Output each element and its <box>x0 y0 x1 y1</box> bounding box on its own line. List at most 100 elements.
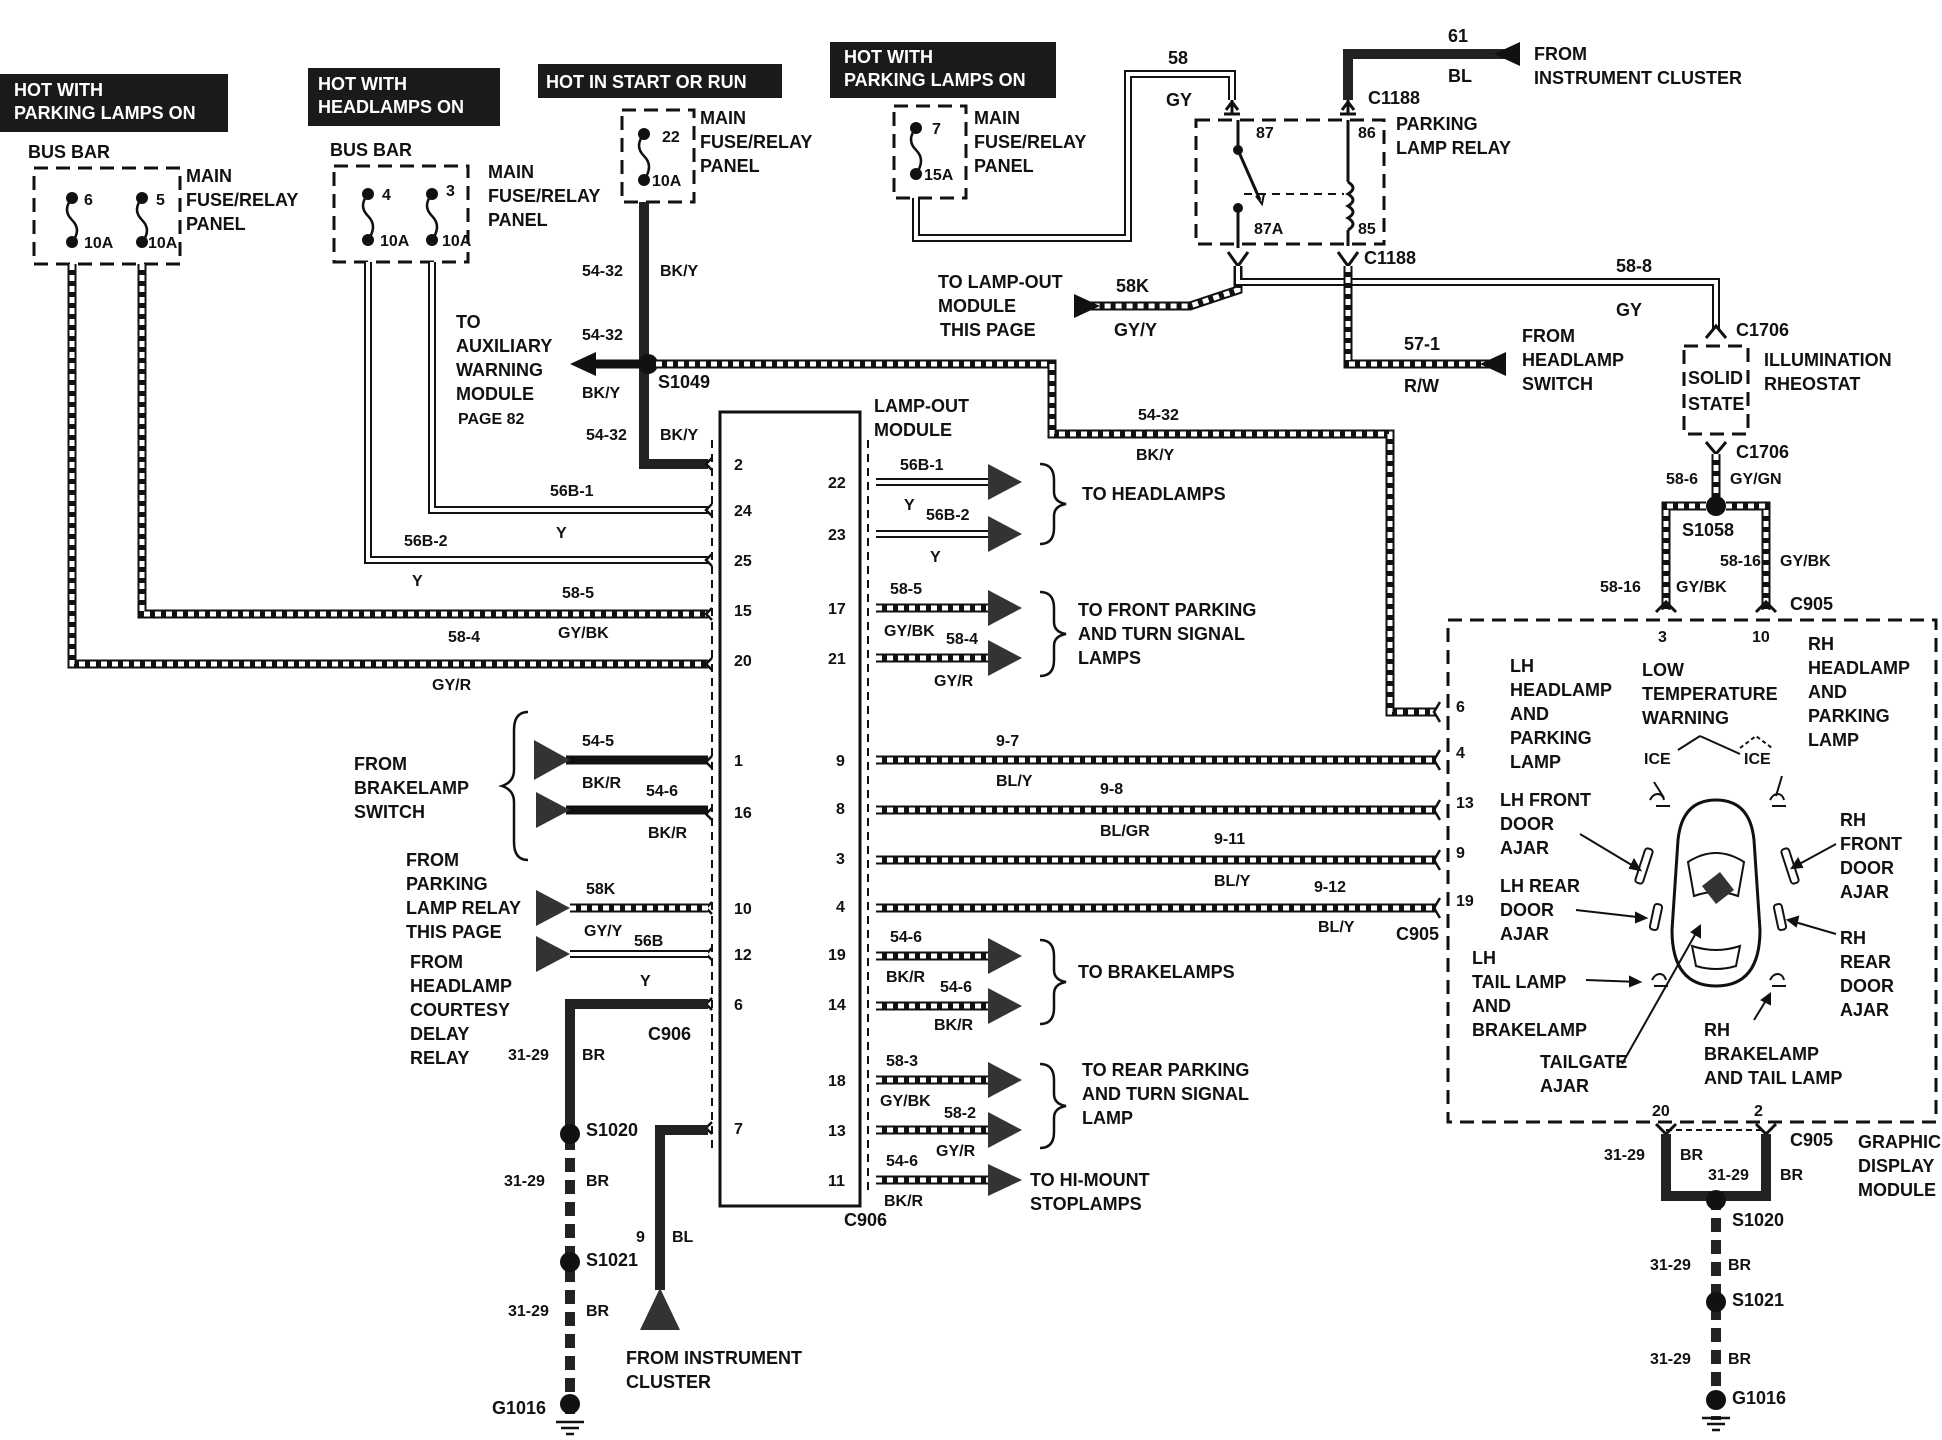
gdm-label: PARKING <box>1510 728 1592 748</box>
lamp-out-left-pins: 2 24 25 15 20 1 16 10 12 6 7 <box>734 457 752 1138</box>
wire-color: BR <box>1780 1167 1804 1184</box>
gdm-label: LOW <box>1642 660 1684 680</box>
wire-color: BK/Y <box>660 427 699 444</box>
gdm-label: AND <box>1472 996 1511 1016</box>
aux-label: WARNING <box>456 360 543 380</box>
splice-s1049: S1049 <box>658 372 710 392</box>
panel-label: MAIN <box>186 166 232 186</box>
gdm-label: REAR <box>1840 952 1891 972</box>
gdm-label: AND <box>1510 704 1549 724</box>
pin-number: 9 <box>836 753 845 770</box>
pin-number: 20 <box>1652 1103 1670 1120</box>
arrow-right-icon <box>988 938 1022 974</box>
wire-color: GY/Y <box>584 923 623 940</box>
wire-31-29 <box>565 999 708 1136</box>
fuse-number: 6 <box>84 192 93 209</box>
fuse-number: 22 <box>662 129 680 146</box>
splice-dot <box>1706 1190 1726 1210</box>
wire-number: 58K <box>586 881 616 898</box>
pin-number: 2 <box>1754 1103 1763 1120</box>
gdm-label: PARKING <box>1808 706 1890 726</box>
header-line: HOT WITH <box>844 47 933 67</box>
panel-label: FUSE/RELAY <box>974 132 1086 152</box>
wire-number: 31-29 <box>508 1303 549 1320</box>
fuse-panel-bus-bar-2: BUS BAR MAIN FUSE/RELAY PANEL 4 10A 3 10… <box>330 140 600 264</box>
wire-number: 9 <box>636 1229 645 1246</box>
splice-s1058: S1058 <box>1682 520 1734 540</box>
header-line: HOT WITH <box>14 80 103 100</box>
arrow-right-icon <box>988 1062 1022 1098</box>
output-brakelamps: 54-6 BK/R 54-6 BK/R TO BRAKELAMPS <box>876 929 1235 1034</box>
wire-number: 9-12 <box>1314 879 1346 896</box>
source-label: THIS PAGE <box>406 922 502 942</box>
wire-number: 31-29 <box>1708 1167 1749 1184</box>
wire-number: 58-16 <box>1600 579 1641 596</box>
wire-54-32 <box>639 202 708 469</box>
gdm-label: DOOR <box>1840 858 1894 878</box>
source-label: HEADLAMP <box>410 976 512 996</box>
lamp-out-right-pins: 22 23 17 21 9 8 3 4 19 14 18 13 11 <box>828 475 846 1190</box>
illumination-rheostat: C1706 SOLID STATE ILLUMINATION RHEOSTAT … <box>1682 320 1892 462</box>
wire-number: 54-32 <box>582 263 623 280</box>
gdm-label: TAIL LAMP <box>1472 972 1566 992</box>
connector-c905: C905 <box>1396 924 1439 944</box>
source-label: SWITCH <box>1522 374 1593 394</box>
connector-arrow-icon <box>640 1288 680 1330</box>
gdm-label: FRONT <box>1840 834 1902 854</box>
wire-color: Y <box>640 973 651 990</box>
source-label: PARKING <box>406 874 488 894</box>
header-hot-headlamps: HOT WITH HEADLAMPS ON <box>308 68 500 126</box>
rheostat-body: STATE <box>1688 394 1744 414</box>
arrow-right-icon <box>988 988 1022 1024</box>
header-hot-parking-1: HOT WITH PARKING LAMPS ON <box>0 74 228 132</box>
pin-number: 10 <box>1752 629 1770 646</box>
dest-label: LAMPS <box>1078 648 1141 668</box>
wire-number: 58K <box>1116 276 1149 296</box>
relay-pin-87: 87 <box>1256 125 1274 142</box>
pin-number: 2 <box>734 457 743 474</box>
wire-color: GY/R <box>934 673 974 690</box>
pin-number: 19 <box>828 947 846 964</box>
wire-color: GY/Y <box>1114 320 1157 340</box>
gdm-label: LAMP <box>1510 752 1561 772</box>
rheostat-body: SOLID <box>1688 368 1743 388</box>
wire-color: BL/GR <box>1100 823 1150 840</box>
source-label: CLUSTER <box>626 1372 711 1392</box>
arrow-right-icon <box>988 1112 1022 1148</box>
gdm-label: AND TAIL LAMP <box>1704 1068 1842 1088</box>
wire-9 <box>655 1125 708 1290</box>
aux-label: TO <box>456 312 481 332</box>
wire-color: Y <box>412 573 423 590</box>
source-label: DELAY <box>410 1024 469 1044</box>
parking-lamp-relay: 87 86 87A 85 C1188 C1188 PARKING LAMP RE… <box>1194 88 1511 269</box>
wire-number: 9-11 <box>1214 831 1245 848</box>
fuse-panel-7: 7 15A MAIN FUSE/RELAY PANEL <box>892 104 1086 200</box>
connector-arrow-icon <box>536 890 570 926</box>
fuse-rating: 10A <box>148 235 178 252</box>
wire-color: BL/Y <box>1318 919 1355 936</box>
pin-number: 8 <box>836 801 845 818</box>
pin-number: 15 <box>734 603 752 620</box>
wire-color: BK/R <box>886 969 926 986</box>
splice-dot <box>1706 1292 1726 1312</box>
wire-number: 54-6 <box>646 783 678 800</box>
pin-number: 7 <box>734 1121 743 1138</box>
wire-color: GY/R <box>432 677 472 694</box>
pin-number: 9 <box>1456 845 1465 862</box>
wire-number: 56B-1 <box>900 457 944 474</box>
wire-color: BL/Y <box>1214 873 1251 890</box>
fuse-rating: 10A <box>652 173 682 190</box>
relay-pin-86: 86 <box>1358 125 1376 142</box>
panel-label: FUSE/RELAY <box>488 186 600 206</box>
pin-number: 19 <box>1456 893 1474 910</box>
header-line: HOT WITH <box>318 74 407 94</box>
wire-number: 31-29 <box>508 1047 549 1064</box>
wire-color: BK/R <box>648 825 688 842</box>
gdm-label: HEADLAMP <box>1808 658 1910 678</box>
gdm-label: LH REAR <box>1500 876 1580 896</box>
wire-color: Y <box>904 497 915 514</box>
dest-label: TO BRAKELAMPS <box>1078 962 1235 982</box>
module-label: DISPLAY <box>1858 1156 1934 1176</box>
wire-color: BK/Y <box>660 263 699 280</box>
pin-number: 6 <box>734 997 743 1014</box>
